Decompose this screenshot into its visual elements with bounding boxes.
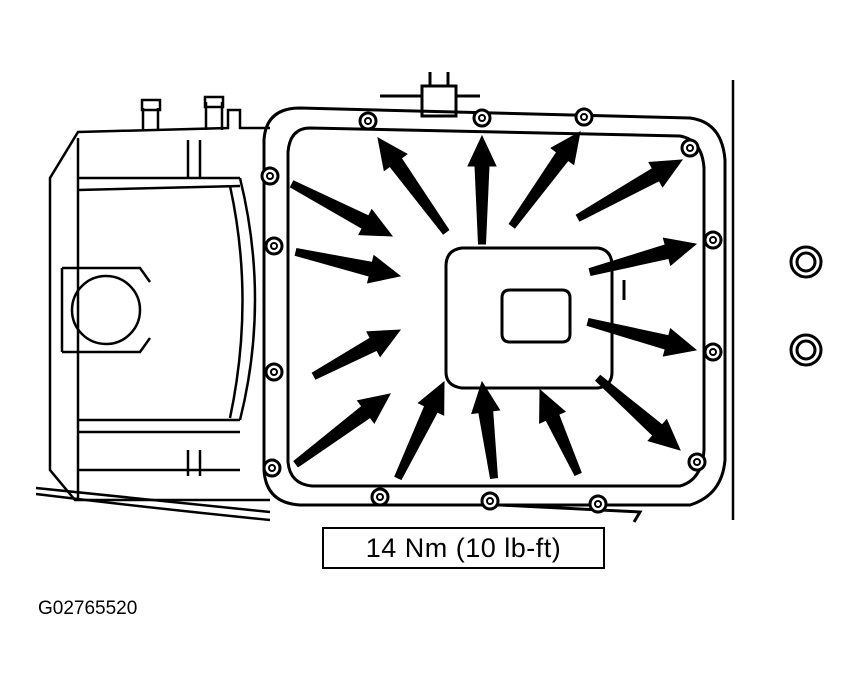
arrow-icon <box>595 374 681 451</box>
arrow-icon <box>588 237 698 276</box>
arrow-icon <box>467 134 497 245</box>
arrow-icon <box>586 318 698 357</box>
torque-spec-text: 14 Nm (10 lb-ft) <box>365 532 562 563</box>
arrow-icon <box>377 137 450 235</box>
bolt-icon <box>358 111 378 131</box>
bolt-icon <box>588 494 608 514</box>
bolt-icon <box>574 107 594 127</box>
engine-block-outline <box>35 95 271 522</box>
oil-pan-outline <box>262 72 727 523</box>
bolt-icon <box>262 458 282 478</box>
bolt-icon <box>480 491 500 511</box>
bolt-icon <box>703 342 723 362</box>
arrow-group <box>289 131 698 481</box>
washer-icon <box>789 333 823 367</box>
arrow-icon <box>508 131 581 229</box>
bolt-icon <box>687 452 707 472</box>
bolt-icon <box>260 166 280 186</box>
washer-icon <box>789 245 823 279</box>
arrow-icon <box>289 180 394 237</box>
bolt-icon <box>472 108 492 128</box>
arrow-icon <box>539 388 582 477</box>
figure-id: G02765520 <box>38 598 138 619</box>
bolt-icon <box>370 487 390 507</box>
arrow-icon <box>293 393 391 468</box>
bolt-group <box>260 107 723 514</box>
bolt-icon <box>703 230 723 250</box>
washer-group <box>789 245 823 367</box>
arrow-icon <box>471 380 501 479</box>
bolt-icon <box>264 362 284 382</box>
arrow-icon <box>575 159 684 222</box>
arrow-icon <box>294 248 402 284</box>
arrow-icon <box>311 329 402 380</box>
bolt-icon <box>264 236 284 256</box>
arrow-icon <box>394 380 445 481</box>
bolt-icon <box>680 138 700 158</box>
torque-spec-label: 14 Nm (10 lb-ft) <box>322 527 605 569</box>
